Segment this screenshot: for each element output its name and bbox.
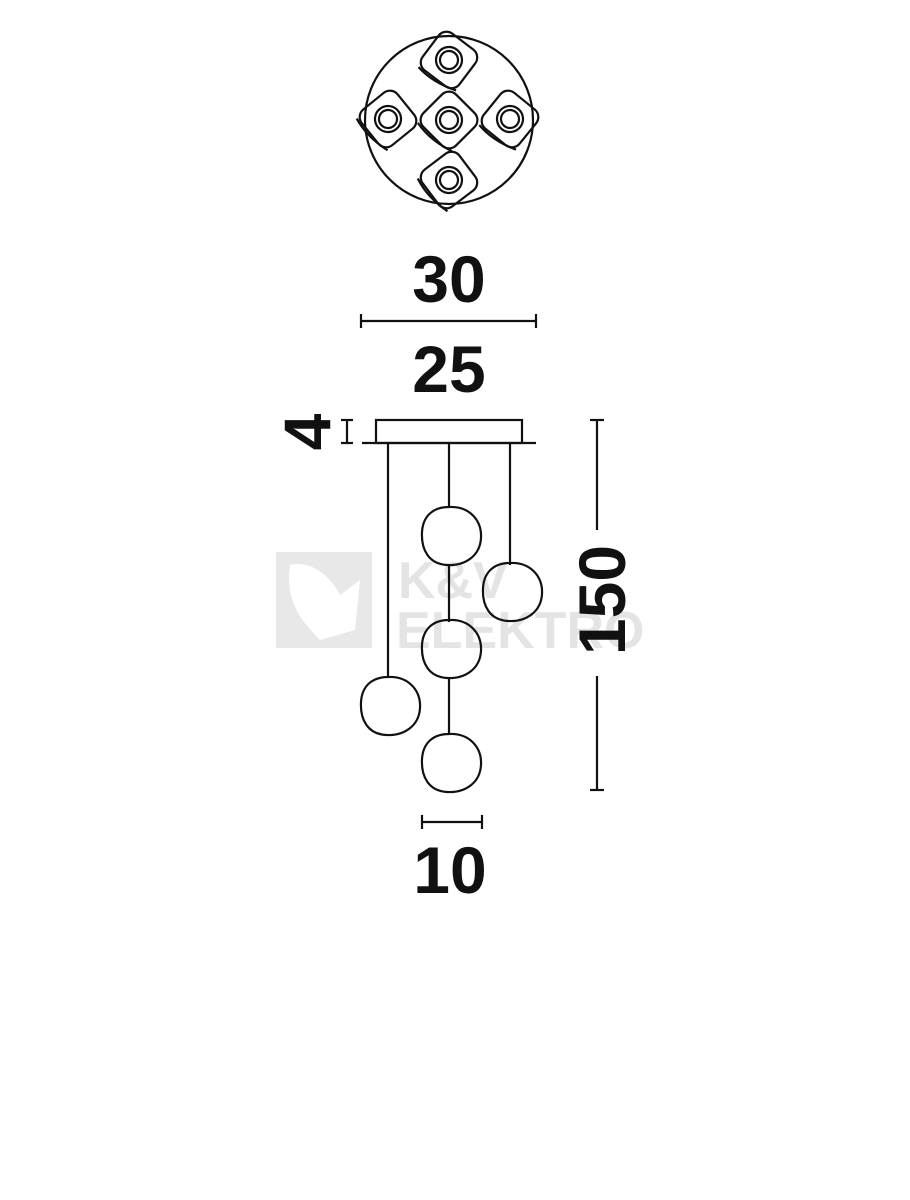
dim-line-width (359, 314, 538, 328)
glass-globe (481, 561, 544, 623)
shade-top (416, 90, 479, 153)
glass-globe (420, 505, 483, 567)
glass-globe (420, 618, 483, 680)
watermark-logo-icon (276, 552, 372, 648)
shade-top (478, 89, 540, 151)
canopy-outline (363, 34, 535, 206)
top-view (355, 30, 540, 213)
dim-total-diameter: 30 (412, 242, 485, 316)
shade-top (416, 150, 479, 213)
glass-globe (359, 675, 422, 737)
dim-line-overall-height (590, 418, 604, 792)
glass-globe (420, 732, 483, 794)
dim-canopy-height: 4 (270, 413, 344, 450)
watermark: K&V ELEKTRO (276, 552, 644, 660)
dim-shade-diameter: 10 (413, 833, 486, 907)
watermark-line1: K&V (398, 552, 508, 610)
side-view (359, 418, 544, 794)
dim-line-canopy-height (341, 418, 353, 445)
dim-overall-height: 150 (565, 545, 639, 655)
shade-top (355, 89, 418, 152)
dim-canopy-width: 25 (412, 332, 485, 406)
dim-line-shade (420, 815, 484, 829)
shade-top (417, 30, 479, 92)
canopy (374, 418, 524, 445)
watermark-line2: ELEKTRO (396, 602, 644, 660)
